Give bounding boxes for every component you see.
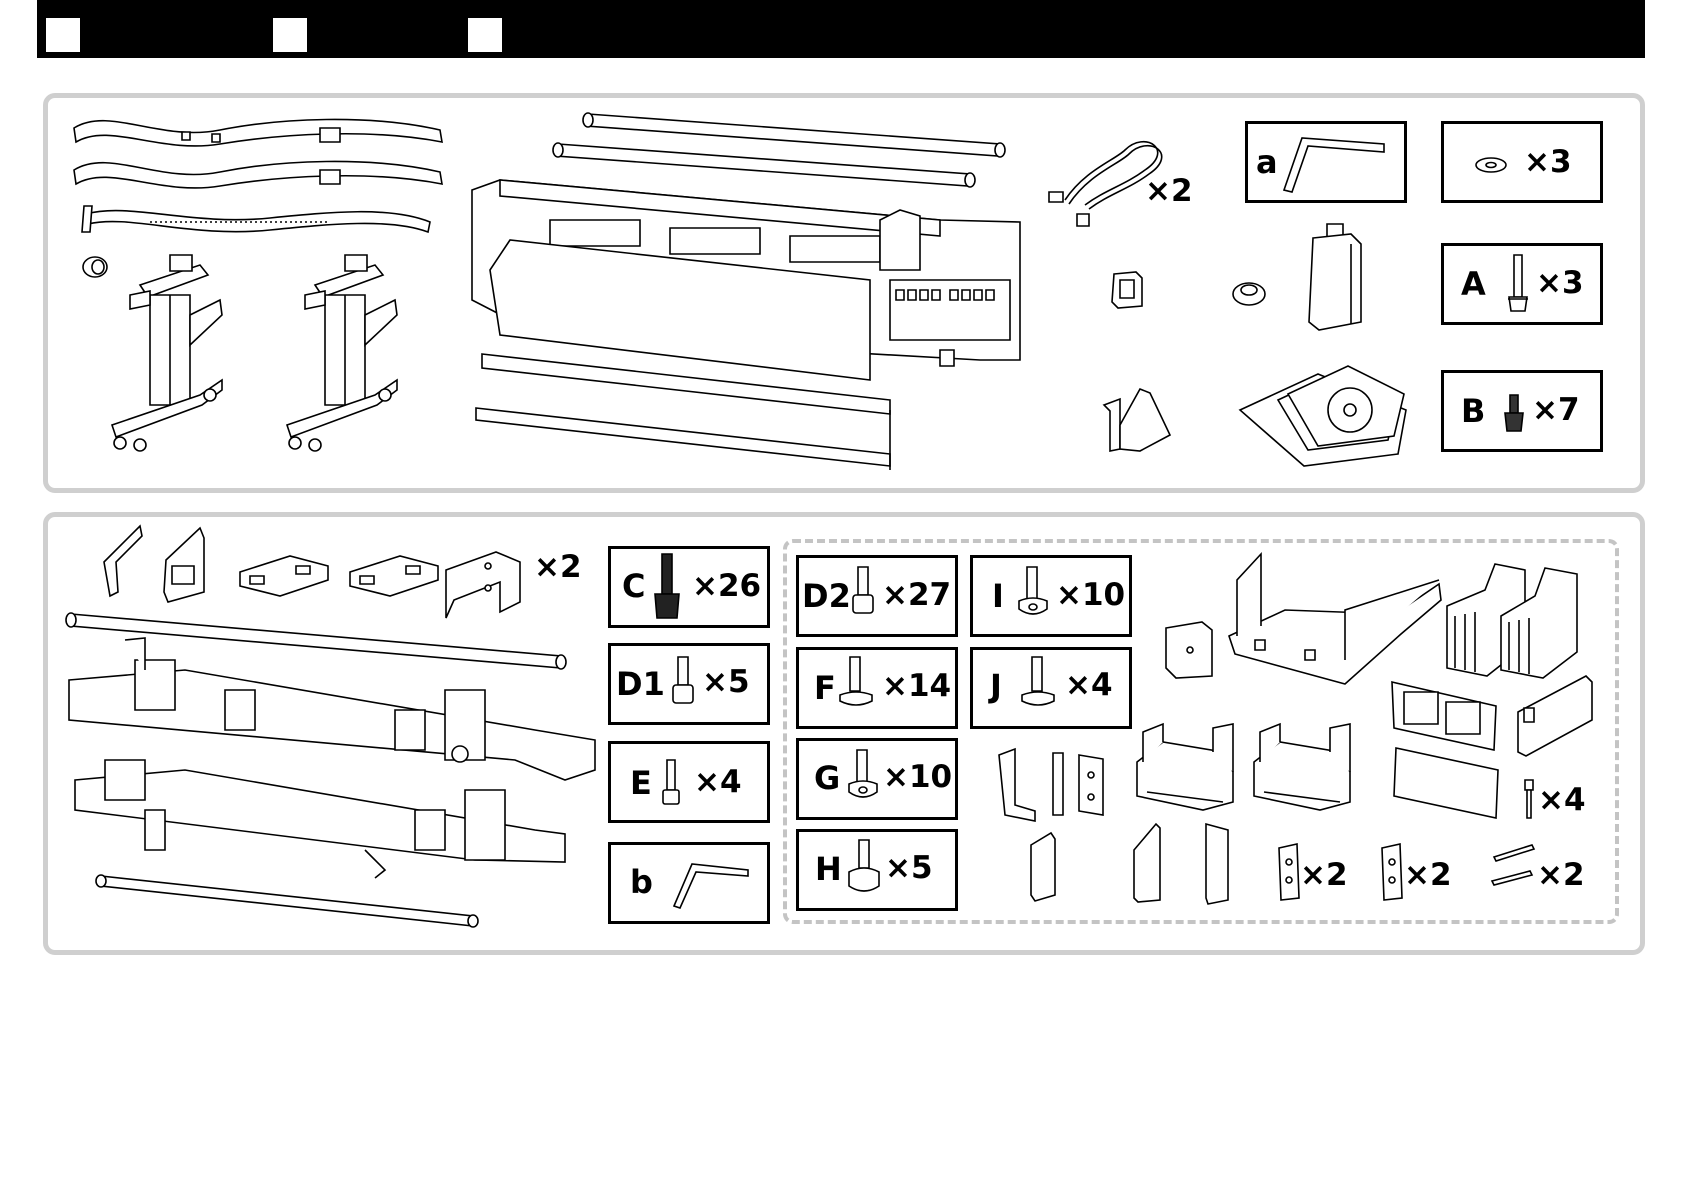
washer-quantity: ×3 xyxy=(1524,147,1572,178)
item-box-washer xyxy=(1441,121,1603,203)
screw-F-quantity: ×14 xyxy=(882,671,951,702)
screw-A-quantity: ×3 xyxy=(1536,268,1584,299)
screw-C-quantity: ×26 xyxy=(692,571,761,602)
screw-B-icon xyxy=(1502,393,1526,435)
item-label-A: A xyxy=(1461,268,1486,300)
language-box-2[interactable] xyxy=(273,18,307,52)
hex-key-b-icon xyxy=(670,860,752,910)
item-label-D1: D1 xyxy=(616,668,665,700)
bottle-illustration xyxy=(1305,222,1365,332)
screw-H-icon xyxy=(845,838,883,898)
screw-J-icon xyxy=(1018,655,1058,713)
screw-H-quantity: ×5 xyxy=(885,853,933,884)
item-label-J: J xyxy=(990,670,1002,702)
item-label-b: b xyxy=(630,866,653,898)
ink-holder-tray-illustration xyxy=(1225,550,1445,690)
media-guide-bracket-illustration xyxy=(100,522,580,622)
take-up-unit-illustration xyxy=(65,610,600,925)
manual-and-disc-illustration xyxy=(1238,350,1408,470)
power-cord-quantity: ×2 xyxy=(1145,176,1193,207)
bracket-quantity: ×2 xyxy=(534,552,582,583)
mounting-brackets-illustration xyxy=(995,745,1115,905)
stand-leg-left xyxy=(110,255,235,455)
washer-icon xyxy=(1474,156,1508,174)
screw-G-icon xyxy=(845,748,881,806)
vertical-rails-illustration xyxy=(1130,820,1245,905)
bracket-x2-a-illustration xyxy=(1275,842,1303,902)
screw-J-quantity: ×4 xyxy=(1065,670,1113,701)
side-plate-illustration xyxy=(1512,672,1597,762)
item-label-C: C xyxy=(622,570,645,602)
pins-quantity: ×2 xyxy=(1537,860,1585,891)
bracket-part-illustration xyxy=(1100,385,1175,455)
item-label-B: B xyxy=(1461,395,1485,427)
pins-illustration xyxy=(1490,843,1538,889)
stand-leg-right xyxy=(285,255,410,455)
screw-G-quantity: ×10 xyxy=(883,762,952,793)
screw-D1-icon xyxy=(670,655,696,707)
small-plate-illustration xyxy=(1162,620,1217,680)
language-box-1[interactable] xyxy=(46,18,80,52)
roll-holder-base-right-illustration xyxy=(1250,722,1360,812)
item-label-G: G xyxy=(814,762,840,794)
cable-tie-illustration xyxy=(80,252,110,282)
item-label-I: I xyxy=(992,580,1004,612)
ink-pack-illustration xyxy=(1445,556,1585,686)
long-screw-icon xyxy=(1521,778,1537,820)
screw-E-icon xyxy=(661,758,681,808)
cap-part-illustration xyxy=(1230,278,1268,308)
screw-D2-icon xyxy=(850,565,876,617)
bracket-x2-a-quantity: ×2 xyxy=(1300,860,1348,891)
item-label-D2: D2 xyxy=(802,580,851,612)
strap-illustration xyxy=(70,110,450,245)
printer-illustration xyxy=(470,110,1025,480)
holder-part-illustration xyxy=(1108,270,1148,312)
long-screw-quantity: ×4 xyxy=(1538,785,1586,816)
item-label-F: F xyxy=(814,672,836,704)
screw-D1-quantity: ×5 xyxy=(702,667,750,698)
screw-A-icon xyxy=(1505,253,1531,315)
language-box-3[interactable] xyxy=(468,18,502,52)
item-label-a: a xyxy=(1256,146,1278,178)
screw-E-quantity: ×4 xyxy=(694,767,742,798)
screw-D2-quantity: ×27 xyxy=(882,580,951,611)
header-bar xyxy=(37,0,1645,58)
screw-I-quantity: ×10 xyxy=(1056,580,1125,611)
screw-C-icon xyxy=(652,552,682,622)
item-label-E: E xyxy=(630,767,652,799)
bracket-x2-b-quantity: ×2 xyxy=(1404,860,1452,891)
screw-F-icon xyxy=(836,655,876,713)
screw-I-icon xyxy=(1015,565,1051,623)
item-label-H: H xyxy=(815,853,842,885)
frame-cover-illustration xyxy=(1390,678,1500,818)
bracket-x2-b-illustration xyxy=(1378,842,1406,902)
screw-B-quantity: ×7 xyxy=(1532,395,1580,426)
roll-holder-base-left-illustration xyxy=(1133,722,1243,812)
hex-key-icon xyxy=(1280,134,1390,194)
